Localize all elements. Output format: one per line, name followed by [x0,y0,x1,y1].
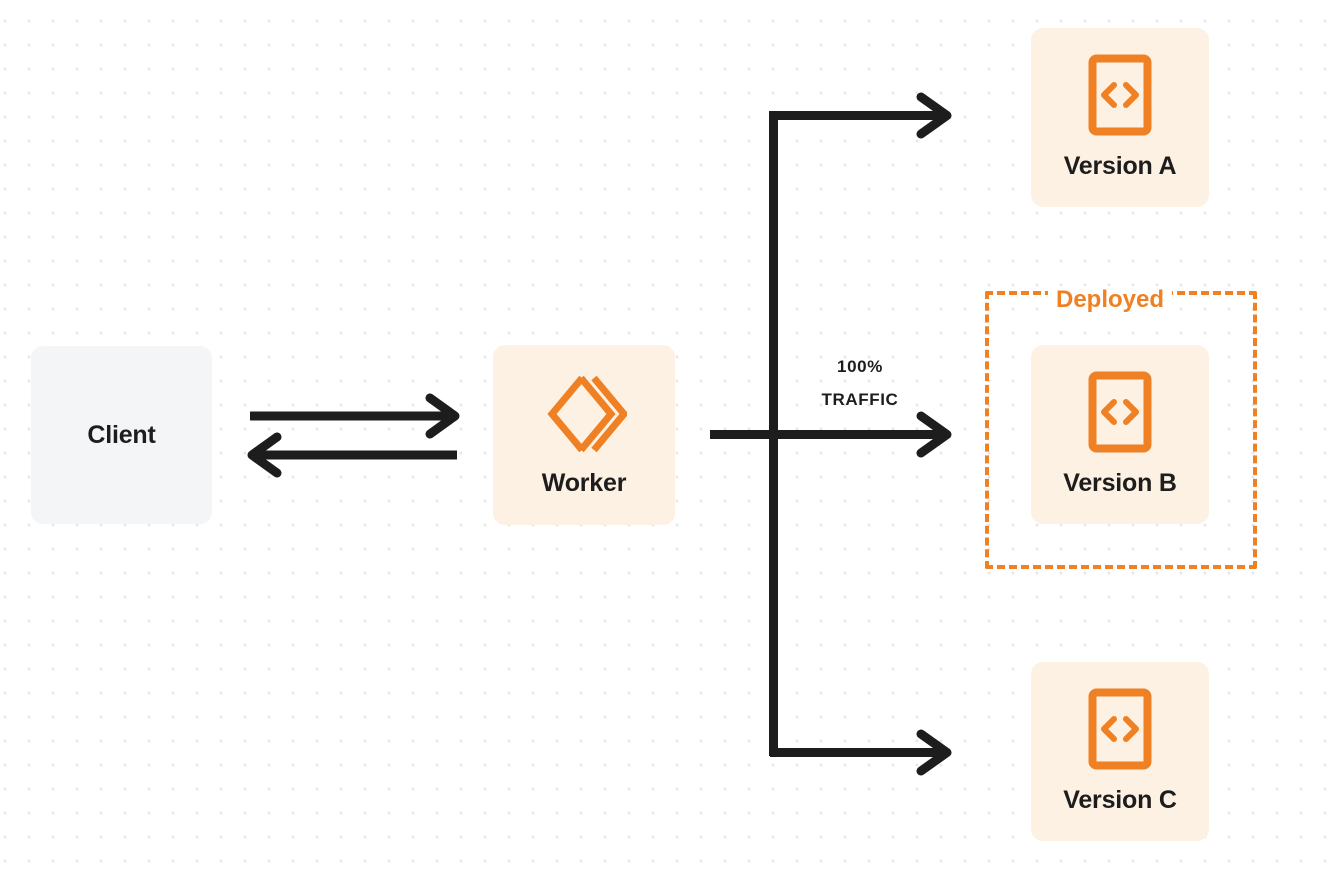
deployed-region-outline [985,291,1257,569]
node-version-b-label: Version B [1063,469,1177,497]
node-version-c-label: Version C [1063,786,1177,814]
arrow-client-to-worker [250,393,460,439]
node-version-c[interactable]: Version C [1031,662,1209,841]
node-worker[interactable]: Worker [493,345,675,525]
node-client[interactable]: Client [31,346,212,524]
arrow-worker-to-version-a [770,92,952,139]
node-version-a-label: Version A [1063,152,1177,180]
code-file-icon [1088,54,1152,136]
arrow-worker-to-version-c [770,729,952,776]
node-client-label: Client [87,420,156,449]
node-version-b[interactable]: Version B [1031,345,1209,524]
code-file-icon [1088,688,1152,770]
arrow-worker-to-version-b [710,411,952,458]
traffic-word: TRAFFIC [821,390,899,409]
node-worker-label: Worker [541,468,627,497]
arrow-worker-to-client [247,432,457,478]
deployed-label: Deployed [1048,286,1173,314]
node-version-a[interactable]: Version A [1031,28,1209,207]
cloudflare-workers-icon [541,373,627,455]
traffic-percent: 100% [837,357,883,376]
code-file-icon [1088,371,1152,453]
traffic-label: 100% TRAFFIC [795,350,925,416]
